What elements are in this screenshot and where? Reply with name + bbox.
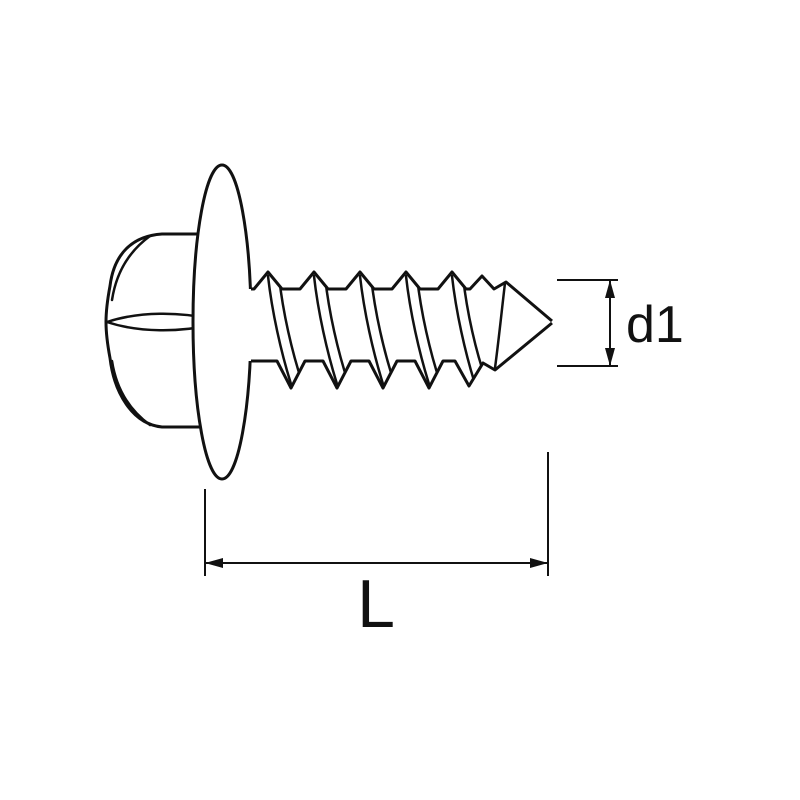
d1-arrowhead-down bbox=[605, 348, 615, 366]
thread-helix-line bbox=[277, 275, 304, 384]
thread-helix-line bbox=[404, 274, 431, 386]
thread-helix-line bbox=[312, 274, 339, 386]
thread-helix-line bbox=[323, 275, 350, 384]
thread-helix-line bbox=[358, 274, 385, 386]
length-dimension: L bbox=[204, 452, 549, 642]
threaded-shank bbox=[240, 270, 553, 390]
thread-helix-line bbox=[415, 275, 442, 384]
hex-head-top-chamfer-arc bbox=[110, 234, 152, 302]
d1-arrowhead-up bbox=[605, 280, 615, 298]
length-label: L bbox=[357, 566, 395, 642]
tip-thread-line bbox=[493, 281, 507, 370]
thread-helix-line bbox=[450, 274, 477, 386]
thread-helix-line bbox=[369, 275, 396, 384]
d1-label: d1 bbox=[626, 296, 684, 354]
thread-bottom-edge bbox=[251, 321, 553, 390]
length-arrowhead-left bbox=[205, 558, 223, 568]
length-arrowhead-right bbox=[530, 558, 548, 568]
thread-top-edge bbox=[251, 270, 553, 323]
d1-dimension: d1 bbox=[557, 279, 684, 367]
thread-helix-line bbox=[266, 274, 293, 386]
hex-head-bottom-chamfer-arc bbox=[110, 359, 152, 427]
